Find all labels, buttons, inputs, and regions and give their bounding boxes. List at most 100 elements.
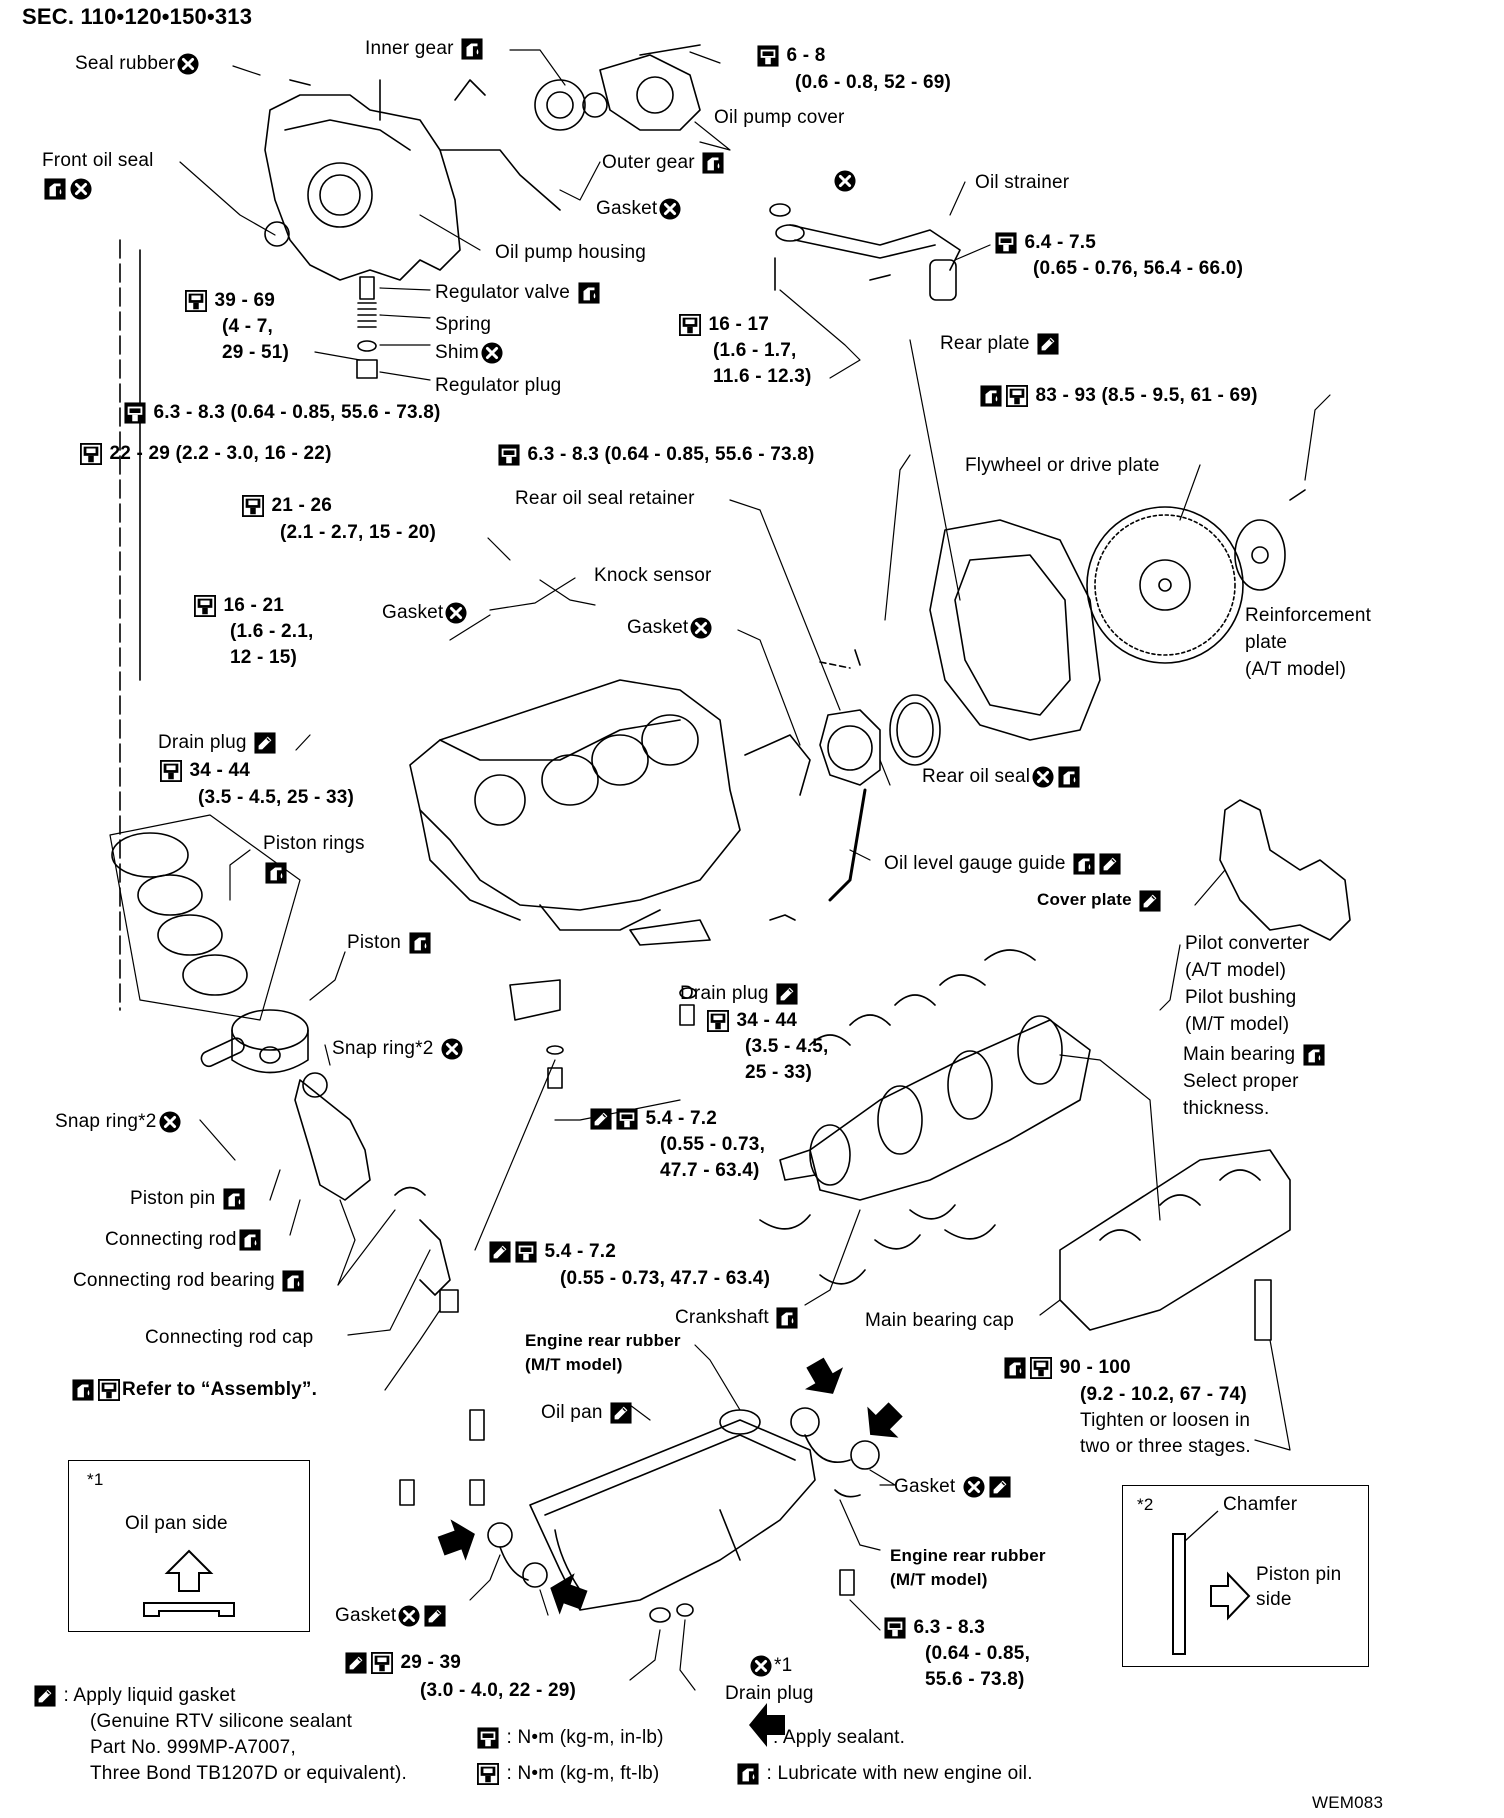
- pin-section-icon: [1172, 1510, 1251, 1655]
- rear-plate-drawing: [929, 519, 1101, 741]
- lubricate-oil-icon: [578, 282, 600, 304]
- label-gasket-top: Gasket: [596, 198, 683, 220]
- torque-ftlb-icon: [371, 1652, 393, 1674]
- torque-value: 39 - 69: [214, 290, 276, 312]
- legend-text: : N•m (kg-m, in-lb): [506, 1727, 664, 1749]
- label-engine-rear-rubber-top: Engine rear rubber: [525, 1331, 681, 1350]
- inset-side-1: Piston pin: [1256, 1564, 1342, 1585]
- do-not-reuse-icon: [177, 53, 199, 75]
- flywheel-drawing: [1086, 489, 1306, 664]
- label-text: Gasket: [596, 198, 658, 220]
- torque-rear-rubber-kgm: (0.64 - 0.85,: [925, 1643, 1031, 1664]
- label-rear-oil-seal: Rear oil seal: [922, 766, 1082, 788]
- torque-knock-sensor-detail: (2.1 - 2.7, 15 - 20): [280, 522, 437, 543]
- piston-drawing: [200, 1009, 309, 1074]
- torque-value: 6 - 8: [786, 45, 826, 67]
- torque-value: 6.4 - 7.5: [1024, 232, 1096, 254]
- rear-seal-drawing: [744, 649, 941, 796]
- torque-strainer-bolt: 16 - 17: [677, 314, 769, 336]
- do-not-reuse-icon: [834, 170, 856, 192]
- torque-value: 83 - 93 (8.5 - 9.5, 61 - 69): [1035, 385, 1258, 407]
- label-pilot-bushing: Pilot bushing: [1185, 987, 1297, 1008]
- torque-rear-rubber: 6.3 - 8.3: [882, 1617, 985, 1639]
- torque-regulator-plug-kgm: (4 - 7,: [222, 316, 274, 337]
- label-gasket-rear: Gasket: [627, 617, 714, 639]
- label-gasket-oil-pan: Gasket: [335, 1605, 448, 1627]
- lubricate-oil-icon: [980, 385, 1002, 407]
- do-not-reuse-icon: [481, 342, 503, 364]
- label-piston-rings: Piston rings: [263, 833, 365, 854]
- label-text: Gasket: [894, 1476, 956, 1498]
- label-drain-plug-pan: Drain plug: [725, 1683, 814, 1704]
- torque-inlb-icon: [477, 1727, 499, 1749]
- label-snap-ring-lower: Snap ring*2: [55, 1111, 183, 1133]
- label-gasket-knock: Gasket: [382, 602, 469, 624]
- liquid-gasket-icon: [1099, 853, 1121, 875]
- label-text: Piston pin: [130, 1188, 216, 1210]
- torque-inlb-icon: [884, 1617, 906, 1639]
- label-text: Cover plate: [1037, 890, 1132, 909]
- inset-marker: *2: [1137, 1495, 1154, 1514]
- label-connecting-rod: Connecting rod: [105, 1229, 263, 1251]
- lubricate-oil-icon: [265, 862, 287, 884]
- label-text: Drain plug: [158, 732, 247, 754]
- liquid-gasket-icon: [590, 1108, 612, 1130]
- label-crankshaft: Crankshaft: [675, 1307, 800, 1329]
- engine-rear-rubber-drawing: [487, 1407, 880, 1588]
- legend-text: : Apply liquid gasket: [63, 1685, 236, 1707]
- main-bearing-cap-drawing: [1059, 1149, 1291, 1341]
- label-text: Connecting rod bearing: [73, 1270, 275, 1292]
- label-reinforcement-plate: Reinforcement: [1245, 605, 1372, 626]
- do-not-reuse-icon: [70, 178, 92, 200]
- torque-regulator-plug-ftlb: 29 - 51): [222, 342, 290, 363]
- label-drain-plug-center: Drain plug: [680, 983, 800, 1005]
- label-text: Gasket: [335, 1605, 397, 1627]
- torque-ftlb-icon: [679, 314, 701, 336]
- torque-ftlb-icon: [1030, 1357, 1052, 1379]
- torque-ftlb-icon: [194, 595, 216, 617]
- torque-rear-rubber-inlb: 55.6 - 73.8): [925, 1669, 1025, 1690]
- torque-ftlb-icon: [477, 1763, 499, 1785]
- legend-lubricate: : Lubricate with new engine oil.: [735, 1763, 1033, 1785]
- torque-oil-pump-cover-detail: (0.6 - 0.8, 52 - 69): [795, 72, 952, 93]
- label-spring: Spring: [435, 314, 492, 335]
- do-not-reuse-icon: [445, 602, 467, 624]
- torque-value: 6.3 - 8.3: [913, 1617, 985, 1639]
- torque-value: 21 - 26: [271, 495, 333, 517]
- crankshaft-drawing: [779, 1015, 1091, 1201]
- torque-knock-sensor: 21 - 26: [240, 495, 332, 517]
- label-inner-gear: Inner gear: [365, 38, 485, 60]
- torque-baffle-bolt-kgm: (0.55 - 0.73,: [660, 1134, 766, 1155]
- label-gasket-rear-rubber: Gasket: [894, 1476, 1013, 1498]
- do-not-reuse-icon: [1032, 766, 1054, 788]
- torque-value: 34 - 44: [189, 760, 251, 782]
- connecting-rod-drawing: [294, 1072, 459, 1313]
- front-cover-drawing: [264, 44, 701, 281]
- legend-liquid-gasket-3: Part No. 999MP-A7007,: [90, 1737, 296, 1758]
- label-text: Outer gear: [602, 152, 695, 174]
- liquid-gasket-icon: [424, 1605, 446, 1627]
- label-oil-pump-cover: Oil pump cover: [714, 107, 845, 128]
- lubricate-oil-icon: [776, 1307, 798, 1329]
- torque-baffle-bolt-2-detail: (0.55 - 0.73, 47.7 - 63.4): [560, 1268, 771, 1289]
- inset-piston-pin: *2 Chamfer Piston pin side: [1122, 1485, 1369, 1667]
- torque-block-bolt-kgm: (1.6 - 2.1,: [230, 621, 314, 642]
- torque-ftlb-icon: [1006, 385, 1028, 407]
- torque-block-bolt: 16 - 21: [192, 595, 284, 617]
- main-bearings-drawing: [759, 949, 1036, 1285]
- do-not-reuse-icon: [750, 1655, 772, 1677]
- inset-side-2: side: [1256, 1589, 1292, 1610]
- torque-main-bearing-cap: 90 - 100: [1002, 1357, 1131, 1379]
- liquid-gasket-icon: [989, 1476, 1011, 1498]
- liquid-gasket-icon: [489, 1241, 511, 1263]
- label-pilot-converter-model: (A/T model): [1185, 960, 1287, 981]
- torque-value: 34 - 44: [736, 1010, 798, 1032]
- torque-ftlb-icon: [242, 495, 264, 517]
- label-rear-plate: Rear plate: [940, 333, 1061, 355]
- label-outer-gear: Outer gear: [602, 152, 726, 174]
- label-text: Regulator valve: [435, 282, 571, 304]
- lubricate-oil-icon: [1073, 853, 1095, 875]
- liquid-gasket-icon: [1139, 890, 1161, 912]
